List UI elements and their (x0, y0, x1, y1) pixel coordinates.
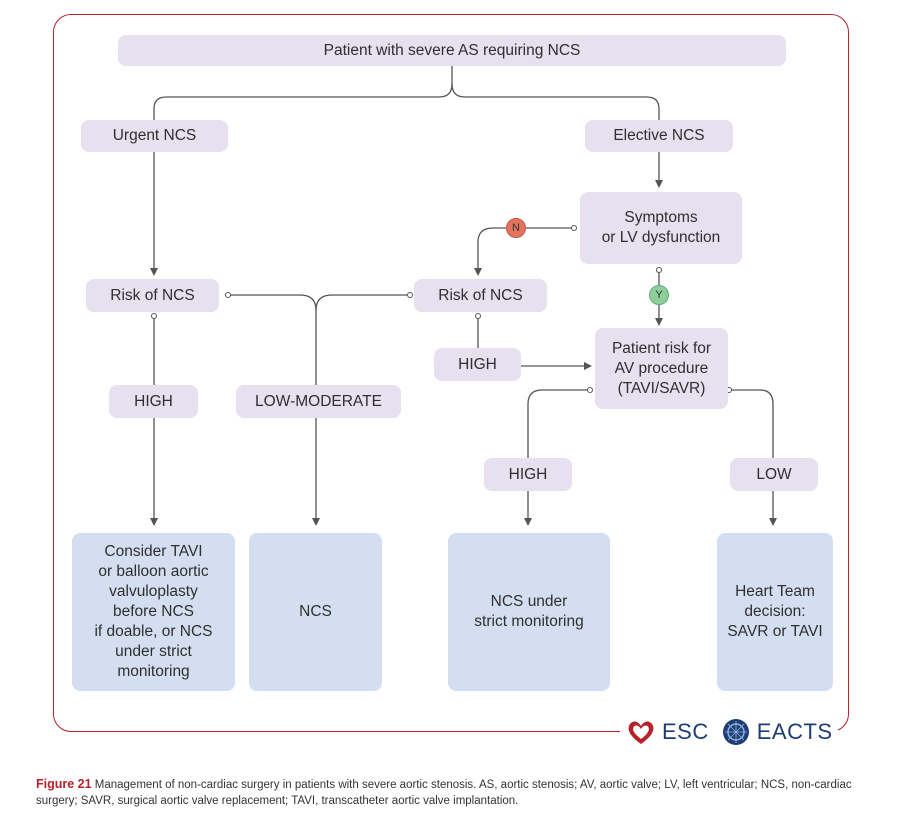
outcome-heart-team: Heart Team decision: SAVR or TAVI (717, 533, 833, 691)
outcome-consider-tavi-label: Consider TAVI or balloon aortic valvulop… (94, 543, 213, 680)
eacts-emblem-icon (722, 719, 749, 745)
elective-ncs-node: Elective NCS (585, 120, 733, 152)
low-moderate-node: LOW-MODERATE (236, 385, 401, 418)
outcome-strict-monitoring-label: NCS under strict monitoring (474, 593, 584, 630)
high-right-label: HIGH (508, 465, 548, 483)
patient-risk-label: Patient risk for AV procedure (TAVI/SAVR… (611, 339, 712, 397)
outcome-ncs-label: NCS (299, 603, 332, 620)
low-moderate-label: LOW-MODERATE (255, 392, 382, 410)
root-label: Patient with severe AS requiring NCS (323, 41, 581, 59)
no-badge: N (506, 218, 526, 238)
high-mid-node: HIGH (434, 348, 521, 381)
risk-right-label: Risk of NCS (438, 286, 523, 304)
high-left-node: HIGH (109, 385, 198, 418)
figure-caption: Figure 21 Management of non-cardiac surg… (36, 776, 876, 809)
risk-right-node: Risk of NCS (414, 279, 547, 312)
figure-label: Figure 21 (36, 777, 92, 791)
esc-heart-icon (628, 721, 654, 744)
risk-left-label: Risk of NCS (110, 286, 195, 304)
eacts-logo-text: EACTS (756, 719, 833, 744)
outcome-strict-monitoring: NCS under strict monitoring (448, 533, 610, 691)
high-mid-label: HIGH (458, 355, 497, 373)
no-badge-label: N (512, 222, 520, 234)
logos: ESC EACTS (620, 710, 838, 754)
high-right-node: HIGH (484, 458, 572, 491)
outcome-consider-tavi: Consider TAVI or balloon aortic valvulop… (72, 533, 235, 691)
esc-logo-text: ESC (662, 719, 709, 744)
symptoms-label: Symptoms or LV dysfunction (601, 209, 721, 246)
patient-risk-node: Patient risk for AV procedure (TAVI/SAVR… (595, 328, 728, 409)
diagram-frame (53, 14, 849, 732)
outcome-ncs: NCS (249, 533, 382, 691)
yes-badge-label: Y (655, 289, 663, 301)
risk-left-node: Risk of NCS (86, 279, 219, 312)
low-right-node: LOW (730, 458, 818, 491)
symptoms-node: Symptoms or LV dysfunction (580, 192, 742, 264)
yes-badge: Y (649, 285, 669, 305)
caption-text: Management of non-cardiac surgery in pat… (36, 779, 852, 807)
urgent-ncs-label: Urgent NCS (112, 127, 197, 144)
elective-ncs-label: Elective NCS (613, 127, 705, 144)
outcome-heart-team-label: Heart Team decision: SAVR or TAVI (727, 583, 823, 640)
high-left-label: HIGH (134, 392, 173, 410)
low-right-label: LOW (756, 465, 792, 483)
urgent-ncs-node: Urgent NCS (81, 120, 228, 152)
root-node: Patient with severe AS requiring NCS (118, 35, 786, 66)
